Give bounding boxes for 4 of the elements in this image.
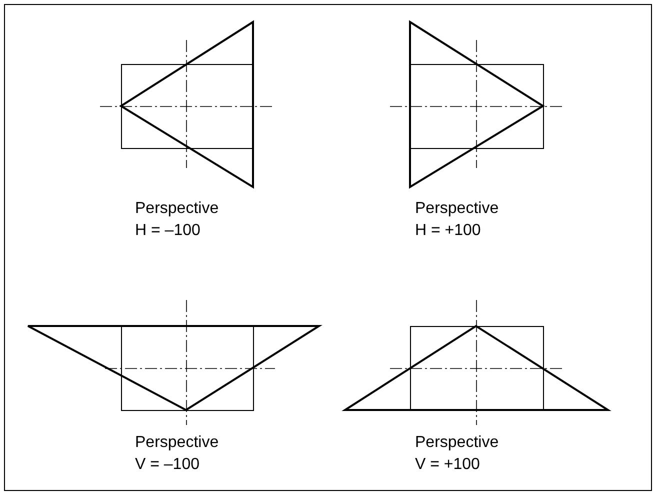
perspective-caption: Perspective V = –100 — [135, 433, 220, 475]
perspective-caption: Perspective H = –100 — [135, 199, 220, 241]
perspective-caption: Perspective H = +100 — [415, 199, 500, 241]
perspective-caption: Perspective V = +100 — [415, 433, 500, 475]
